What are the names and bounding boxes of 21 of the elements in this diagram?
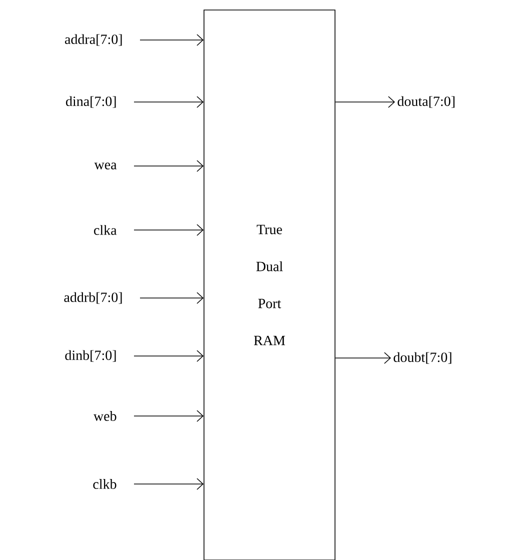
arrow <box>134 410 204 422</box>
signal-label: dinb[7:0] <box>65 350 116 362</box>
signal-label: clkb <box>93 479 116 489</box>
arrow <box>335 96 395 108</box>
arrow <box>134 350 204 362</box>
arrow <box>134 160 204 172</box>
signal-label: addra[7:0] <box>64 34 122 46</box>
arrow <box>134 224 204 236</box>
signal-label: wea <box>94 162 117 170</box>
signal-label: doubt[7:0] <box>394 352 452 364</box>
arrow <box>335 352 391 364</box>
arrow <box>134 478 204 490</box>
arrow <box>134 96 204 108</box>
signal-label: addrb[7:0] <box>64 292 122 304</box>
arrow <box>140 34 204 46</box>
signal-label: douta[7:0] <box>398 96 454 108</box>
signal-label: dina[7:0] <box>66 96 116 108</box>
ram-block: True Dual Port RAM <box>204 10 336 560</box>
signal-label: web <box>94 411 116 421</box>
arrow <box>140 292 204 304</box>
signal-label: clka <box>94 225 117 235</box>
